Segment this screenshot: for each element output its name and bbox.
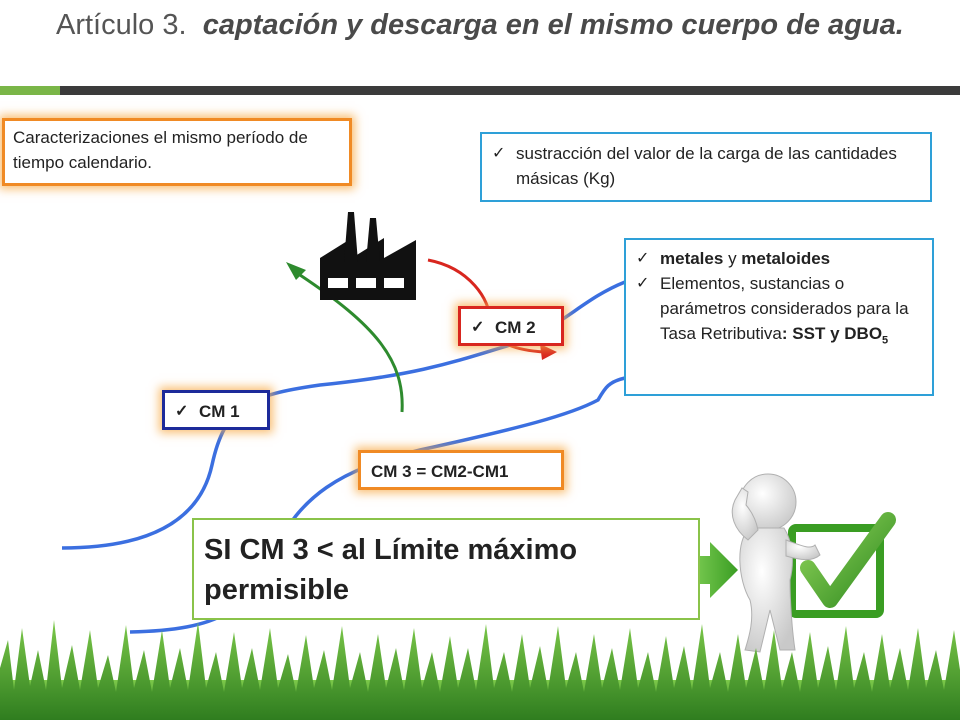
conclusion-box: SI CM 3 < al Límite máximo permisible xyxy=(192,518,700,620)
metals-connector: y xyxy=(728,249,737,268)
parameters-box: ✓ metales y metaloides ✓ Elementos, sust… xyxy=(624,238,934,396)
cm1-box: ✓ CM 1 xyxy=(162,390,270,430)
person-thumbs-up-icon xyxy=(731,473,821,653)
subtraction-text: sustracción del valor de la carga de las… xyxy=(516,144,897,188)
discharge-arrowhead xyxy=(540,344,557,360)
check-icon: ✓ xyxy=(492,145,506,162)
intake-arrowhead xyxy=(286,262,306,280)
cm2-item: ✓ CM 2 xyxy=(471,315,551,340)
subtraction-box: ✓ sustracción del valor de la carga de l… xyxy=(480,132,932,202)
title-prefix: Artículo 3. xyxy=(56,9,187,41)
cm3-box: CM 3 = CM2-CM1 xyxy=(358,450,564,490)
metals-label: metales xyxy=(660,249,724,268)
subtraction-item: ✓ sustracción del valor de la carga de l… xyxy=(492,141,920,191)
dbo-subscript: 5 xyxy=(882,334,889,347)
title-emphasis: captación y descarga en el mismo cuerpo … xyxy=(202,9,904,41)
cm2-box: ✓ CM 2 xyxy=(458,306,564,346)
check-icon: ✓ xyxy=(636,275,650,292)
parameters-item-elements: ✓ Elementos, sustancias o parámetros con… xyxy=(636,271,922,353)
sst-dbo-label: SST y DBO xyxy=(792,324,883,343)
cm1-item: ✓ CM 1 xyxy=(175,399,257,424)
characterization-text: Caracterizaciones el mismo período de ti… xyxy=(13,128,308,172)
cm3-label: CM 3 = CM2-CM1 xyxy=(371,462,509,481)
check-icon: ✓ xyxy=(636,250,650,267)
cm1-label: CM 1 xyxy=(199,402,240,421)
factory-icon xyxy=(320,212,416,300)
cm2-label: CM 2 xyxy=(495,318,536,337)
conclusion-text: SI CM 3 < al Límite máximo permisible xyxy=(204,534,578,606)
check-icon: ✓ xyxy=(175,403,189,420)
characterization-box: Caracterizaciones el mismo período de ti… xyxy=(2,118,352,186)
title-divider-bar xyxy=(60,86,960,95)
page-title: Artículo 3. captación y descarga en el m… xyxy=(56,6,936,44)
parameters-item-metals: ✓ metales y metaloides xyxy=(636,246,922,271)
elements-text: Elementos, sustancias o parámetros consi… xyxy=(660,274,909,343)
grass-decoration xyxy=(0,620,960,720)
check-box-icon xyxy=(788,512,896,618)
check-icon: ✓ xyxy=(471,319,485,336)
elements-colon: : xyxy=(781,324,788,343)
metalloids-label: metaloides xyxy=(741,249,831,268)
title-accent-bar xyxy=(0,86,60,95)
